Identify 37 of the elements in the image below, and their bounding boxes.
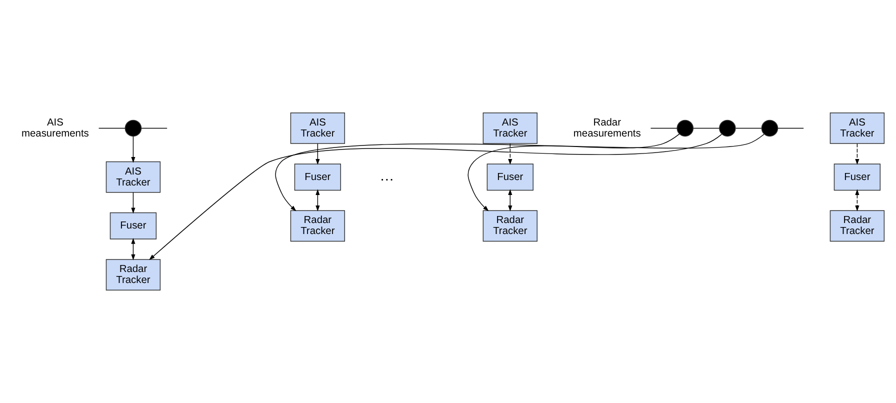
node-box: AIS Tracker <box>482 112 538 144</box>
label: … <box>380 168 394 185</box>
node-circle <box>676 120 694 137</box>
node-box: Radar Tracker <box>106 259 161 290</box>
arrow <box>508 143 512 165</box>
node-circle <box>124 120 142 137</box>
node-circle <box>719 120 736 137</box>
node-text: AIS measurements <box>22 117 89 140</box>
connector <box>693 128 720 129</box>
node-box: Fuser <box>486 164 534 191</box>
node-text: Radar measurements <box>573 117 641 140</box>
arrow <box>149 134 722 260</box>
arrow <box>855 143 860 165</box>
node-box: Radar Tracker <box>830 210 885 242</box>
node-box: AIS Tracker <box>290 112 346 144</box>
arrow <box>316 143 320 165</box>
node-box: Radar Tracker <box>290 210 346 242</box>
arrow <box>131 136 136 163</box>
node-box: Radar Tracker <box>482 210 538 242</box>
connector <box>735 128 762 129</box>
arrow <box>855 189 860 212</box>
node-box: Fuser <box>110 212 157 240</box>
arrow <box>508 189 512 212</box>
arrow <box>131 238 136 260</box>
connector <box>140 128 168 129</box>
arrow <box>131 192 136 214</box>
node-box: AIS Tracker <box>106 161 161 193</box>
connector <box>98 128 126 129</box>
arrow <box>316 189 320 212</box>
arrow <box>275 134 764 212</box>
connector <box>650 128 678 129</box>
node-box: Fuser <box>294 164 341 191</box>
arrow <box>468 134 680 212</box>
connector <box>777 128 804 129</box>
node-box: AIS Tracker <box>830 112 885 144</box>
node-box: Fuser <box>834 164 881 191</box>
node-circle <box>761 120 778 137</box>
